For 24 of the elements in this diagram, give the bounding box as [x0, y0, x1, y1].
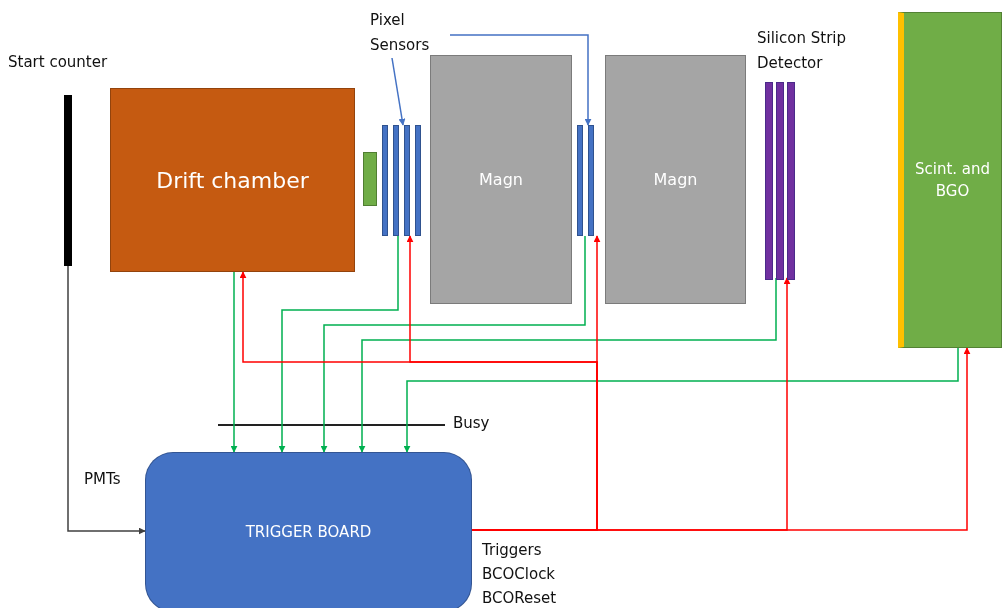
magnet-box — [430, 55, 572, 304]
component-label: Start counter — [8, 52, 109, 73]
component-label: Silicon Strip Detector — [757, 28, 847, 74]
arrow — [230, 271, 238, 453]
calorimeter-block — [898, 12, 1002, 348]
signal-label: Triggers BCOClock BCOReset — [482, 540, 558, 608]
component-label: Scint. and BGO — [913, 158, 992, 202]
trigger-board — [145, 452, 472, 608]
arrow — [320, 235, 586, 453]
component-label: TRIGGER BOARD — [244, 521, 373, 543]
detector-block — [363, 152, 377, 206]
leader-line — [449, 34, 592, 126]
component-label: Drift chamber — [155, 166, 310, 195]
arrow — [278, 235, 399, 453]
arrow — [67, 265, 146, 535]
component-label: Pixel Sensors — [370, 8, 450, 58]
signal-label: Busy — [453, 414, 490, 432]
component-label: Magn — [478, 168, 524, 191]
component-label: Magn — [652, 168, 699, 191]
arrow — [358, 277, 777, 453]
magnet-box — [605, 55, 746, 304]
drift-chamber-box — [110, 88, 355, 272]
leader-line — [391, 57, 406, 126]
arrow — [403, 347, 959, 453]
